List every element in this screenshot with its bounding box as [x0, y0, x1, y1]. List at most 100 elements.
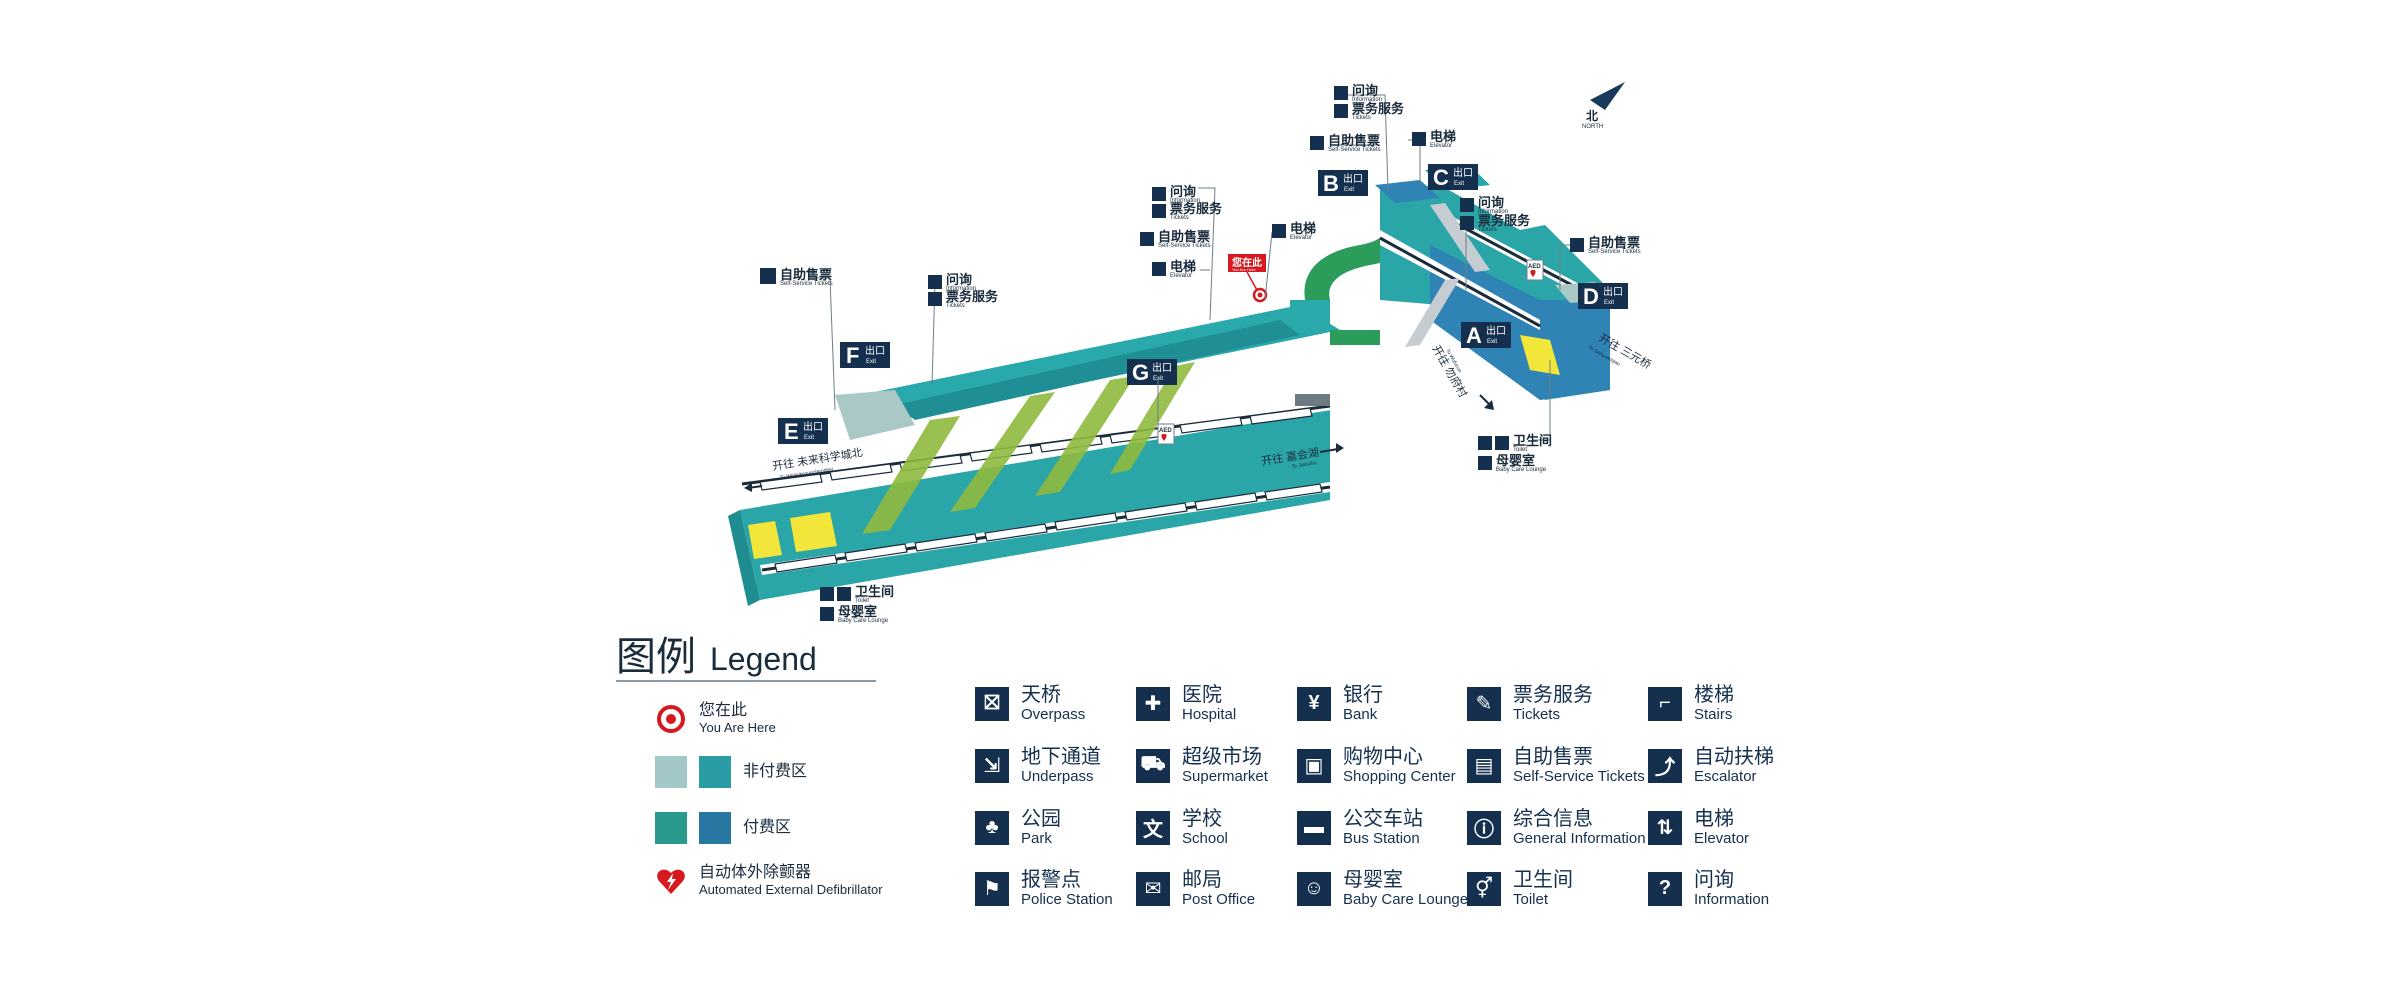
- callout-info-tickets-f: 问询 Information 票务服务 Tickets: [928, 272, 999, 309]
- swatch-paid-green: [655, 812, 687, 844]
- legend-item-label-en: Bus Station: [1343, 830, 1420, 847]
- tickets-icon: ✎: [1467, 686, 1501, 721]
- legend-item-label-cn: 楼梯: [1694, 684, 1734, 706]
- police-station-icon: ⚑: [975, 871, 1009, 906]
- legend-item-label-en: Park: [1021, 830, 1052, 847]
- legend-item-label-cn: 电梯: [1694, 808, 1734, 830]
- svg-text:票务服务: 票务服务: [1170, 201, 1223, 216]
- svg-text:北: 北: [1586, 108, 1598, 123]
- legend-item-label-cn: 银行: [1343, 684, 1383, 706]
- legend-item-label-cn: 卫生间: [1513, 869, 1573, 891]
- svg-text:Self-Service Tickets: Self-Service Tickets: [1158, 243, 1211, 249]
- legend-item-label-en: Post Office: [1182, 891, 1256, 908]
- svg-text:自助售票: 自助售票: [1158, 229, 1210, 244]
- svg-text:Exit: Exit: [1604, 300, 1614, 306]
- svg-text:电梯: 电梯: [1170, 259, 1196, 274]
- svg-text:电梯: 电梯: [1430, 129, 1456, 144]
- svg-text:Information: Information: [1478, 209, 1508, 215]
- svg-text:C: C: [1433, 165, 1449, 190]
- legend-divider: [616, 680, 876, 682]
- svg-text:Tickets: Tickets: [1478, 227, 1497, 233]
- legend-item-label-en: Self-Service Tickets: [1513, 768, 1645, 785]
- svg-text:出口: 出口: [1152, 361, 1172, 374]
- svg-text:B: B: [1323, 171, 1339, 196]
- svg-text:E: E: [784, 419, 799, 444]
- svg-text:问询: 问询: [1352, 83, 1378, 98]
- legend-item-label-en: Escalator: [1694, 768, 1757, 785]
- legend-aed-cn: 自动体外除颤器: [699, 864, 812, 881]
- svg-text:A: A: [1466, 323, 1482, 348]
- legend-you-are-here-en: You Are Here: [699, 720, 776, 735]
- swatch-paid-blue: [699, 812, 731, 844]
- svg-text:出口: 出口: [1486, 324, 1506, 337]
- svg-text:You Are Here: You Are Here: [1232, 267, 1256, 272]
- exit-g[interactable]: G 出口 Exit: [1127, 359, 1177, 385]
- svg-text:Information: Information: [1352, 97, 1382, 103]
- north-arrow: 北 NORTH: [1582, 82, 1625, 130]
- legend-item-label-cn: 公园: [1021, 808, 1061, 830]
- legend-item-label-en: Information: [1694, 891, 1770, 908]
- legend-item-label-cn: 票务服务: [1513, 684, 1593, 706]
- legend-item-label-en: Hospital: [1182, 706, 1237, 723]
- legend-item-label-en: Overpass: [1021, 706, 1086, 723]
- legend-item-label-en: Stairs: [1694, 706, 1733, 723]
- legend-item-label-cn: 天桥: [1021, 684, 1061, 706]
- legend-item-label-en: Toilet: [1513, 891, 1549, 908]
- overpass-icon: ⛝: [975, 686, 1009, 721]
- svg-text:Exit: Exit: [1344, 187, 1354, 193]
- exit-b[interactable]: B 出口 Exit: [1318, 170, 1368, 196]
- hospital-icon: ✚: [1136, 686, 1170, 721]
- legend-item-label-en: Tickets: [1513, 706, 1560, 723]
- elevator-icon: ⇅: [1648, 810, 1682, 845]
- legend-item-label-en: Bank: [1343, 706, 1378, 723]
- post-office-icon: ✉: [1136, 871, 1170, 906]
- exit-a[interactable]: A 出口 Exit: [1461, 322, 1511, 348]
- legend-paid-area: 付费区: [655, 812, 791, 844]
- bus-station-icon: ▬: [1297, 810, 1331, 845]
- you-are-here-marker: 您在此 You Are Here: [1228, 254, 1268, 303]
- svg-text:AED: AED: [1159, 428, 1172, 434]
- exit-d[interactable]: D 出口 Exit: [1578, 283, 1628, 309]
- callout-self-service-f: 自助售票 Self-Service Tickets: [760, 267, 833, 287]
- legend-item-label-en: Baby Care Lounge: [1343, 891, 1469, 908]
- legend-item-label-en: Supermarket: [1182, 768, 1268, 785]
- legend-item-label-cn: 报警点: [1021, 869, 1081, 891]
- svg-text:卫生间: 卫生间: [855, 584, 894, 599]
- swatch-unpaid-dark: [699, 756, 731, 788]
- svg-text:出口: 出口: [1343, 172, 1363, 185]
- legend-item-label-cn: 邮局: [1182, 869, 1222, 891]
- exit-f[interactable]: F 出口 Exit: [840, 342, 890, 368]
- legend-title-cn: 图例: [616, 635, 696, 679]
- legend-item-label-cn: 超级市场: [1182, 746, 1262, 768]
- callout-info-tickets-a: 问询 Information 票务服务 Tickets: [1460, 195, 1531, 233]
- bank-icon: ¥: [1297, 686, 1331, 721]
- svg-text:Toilet: Toilet: [855, 598, 869, 604]
- callout-self-service-d: 自助售票 Self-Service Tickets: [1570, 235, 1641, 255]
- legend-item-label-en: Underpass: [1021, 768, 1094, 785]
- svg-text:Baby Care Lounge: Baby Care Lounge: [1496, 467, 1547, 473]
- exit-c[interactable]: C 出口 Exit: [1428, 164, 1478, 190]
- svg-text:母婴室: 母婴室: [838, 604, 877, 619]
- svg-text:Tickets: Tickets: [946, 303, 965, 309]
- exit-e[interactable]: E 出口 Exit: [778, 418, 828, 444]
- svg-text:Baby Care Lounge: Baby Care Lounge: [838, 618, 889, 624]
- legend-item-label-en: Police Station: [1021, 891, 1113, 908]
- aed-marker-west: AED: [1157, 423, 1175, 445]
- legend-item-label-cn: 购物中心: [1343, 746, 1423, 768]
- legend-paid-label: 付费区: [743, 819, 792, 836]
- svg-text:票务服务: 票务服务: [946, 289, 999, 304]
- svg-text:NORTH: NORTH: [1582, 124, 1603, 130]
- supermarket-icon: ⛟: [1136, 748, 1170, 783]
